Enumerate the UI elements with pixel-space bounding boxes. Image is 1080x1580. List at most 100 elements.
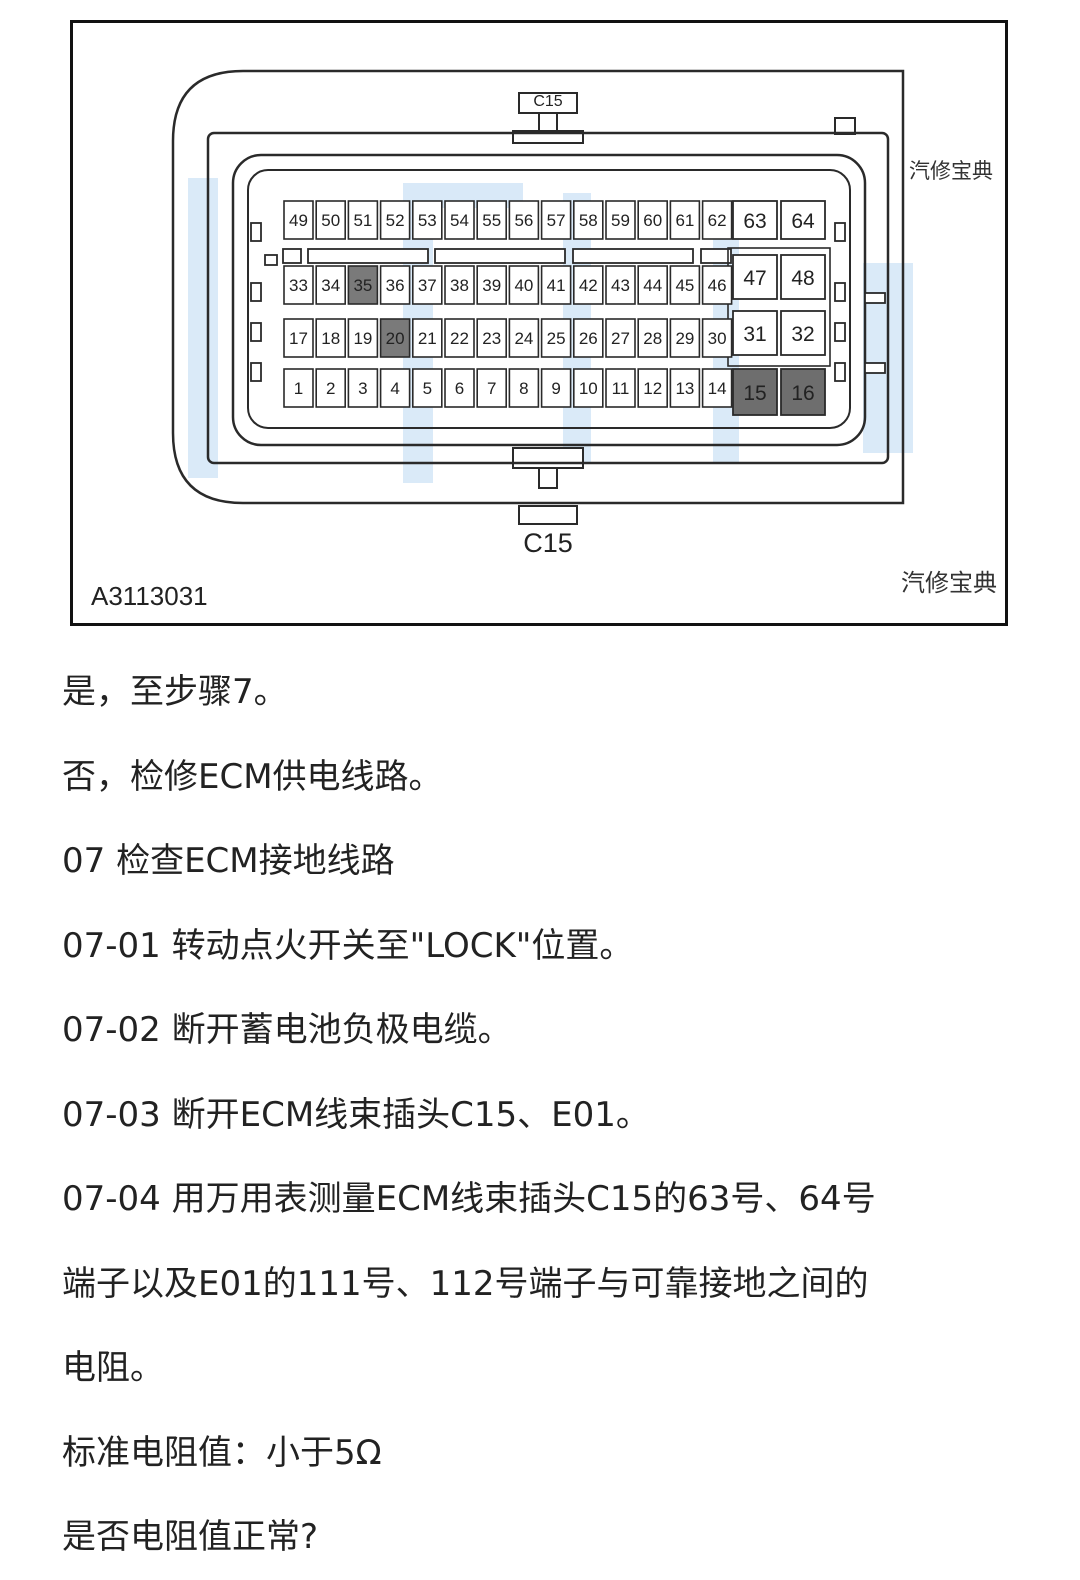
pin-cavity-14 bbox=[701, 368, 733, 408]
figure-code: A3113031 bbox=[91, 581, 208, 611]
pin-label-8: 8 bbox=[519, 379, 528, 398]
top-latch bbox=[512, 92, 584, 144]
pin-cavity-39 bbox=[476, 265, 508, 305]
pin-cavity-13 bbox=[669, 368, 701, 408]
connector-body bbox=[206, 131, 890, 465]
pin-label-20: 20 bbox=[386, 329, 405, 348]
pin-label-17: 17 bbox=[289, 329, 308, 348]
pin-cavity-22 bbox=[444, 318, 475, 358]
paragraph-10: 标准电阻值：小于5Ω bbox=[62, 1432, 382, 1473]
connector-inner-shroud bbox=[247, 169, 851, 429]
pin-label-47: 47 bbox=[743, 267, 766, 290]
pin-label-57: 57 bbox=[547, 211, 566, 230]
pin-label-30: 30 bbox=[708, 329, 727, 348]
pin-label-26: 26 bbox=[579, 329, 598, 348]
pin-label-45: 45 bbox=[675, 276, 694, 295]
pin-label-29: 29 bbox=[675, 329, 694, 348]
pin-label-34: 34 bbox=[321, 276, 340, 295]
pin-cavity-3 bbox=[347, 368, 379, 408]
connector-label: C15 bbox=[523, 528, 573, 558]
connector-housing-outline bbox=[171, 69, 905, 505]
pin-cavity-42 bbox=[572, 265, 604, 305]
connector-top-label: C15 bbox=[533, 93, 562, 110]
pin-label-41: 41 bbox=[547, 276, 566, 295]
pin-cavity-21 bbox=[411, 318, 443, 358]
pin-cavity-10 bbox=[572, 368, 604, 408]
pin-label-46: 46 bbox=[708, 276, 727, 295]
pin-cavity-60 bbox=[637, 200, 669, 240]
pin-cavity-64 bbox=[780, 200, 826, 240]
pin-label-39: 39 bbox=[482, 276, 501, 295]
pin-cavity-43 bbox=[605, 265, 636, 305]
pin-cavity-17 bbox=[283, 318, 314, 358]
pin-label-58: 58 bbox=[579, 211, 598, 230]
pin-label-5: 5 bbox=[423, 379, 432, 398]
pin-label-38: 38 bbox=[450, 276, 469, 295]
pin-cavity-32 bbox=[780, 310, 826, 356]
pin-label-7: 7 bbox=[487, 379, 496, 398]
pin-cavity-7 bbox=[476, 368, 508, 408]
left-ribs bbox=[250, 222, 278, 382]
pin-label-49: 49 bbox=[289, 211, 308, 230]
pin-cavity-51 bbox=[347, 200, 379, 240]
pin-cavity-2 bbox=[315, 368, 346, 408]
paragraph-9: 电阻。 bbox=[62, 1348, 164, 1388]
pin-cavity-23 bbox=[476, 318, 508, 358]
pin-label-16: 16 bbox=[791, 382, 814, 405]
pin-cavity-34 bbox=[315, 265, 346, 305]
pin-cavity-6 bbox=[444, 368, 475, 408]
right-ribs bbox=[834, 222, 886, 382]
pin-cavity-26 bbox=[572, 318, 604, 358]
pin-label-12: 12 bbox=[643, 379, 662, 398]
pin-label-3: 3 bbox=[358, 379, 367, 398]
pin-label-63: 63 bbox=[743, 210, 766, 233]
pin-label-6: 6 bbox=[455, 379, 464, 398]
bottom-latch bbox=[512, 447, 584, 525]
pin-label-59: 59 bbox=[611, 211, 630, 230]
pin-cavity-5 bbox=[411, 368, 443, 408]
pin-cavity-63 bbox=[732, 200, 778, 240]
pin-label-37: 37 bbox=[418, 276, 437, 295]
pin-cavity-18 bbox=[315, 318, 346, 358]
pin-cavity-35 bbox=[347, 265, 379, 305]
pin-label-2: 2 bbox=[326, 379, 335, 398]
pin-cavity-31 bbox=[732, 310, 778, 356]
pin-label-44: 44 bbox=[643, 276, 662, 295]
pin-label-43: 43 bbox=[611, 276, 630, 295]
pin-cavity-52 bbox=[379, 200, 411, 240]
pin-cavity-16 bbox=[780, 368, 826, 416]
pin-label-23: 23 bbox=[482, 329, 501, 348]
pin-cavity-41 bbox=[540, 265, 572, 305]
pin-cavity-50 bbox=[315, 200, 346, 240]
pin-label-50: 50 bbox=[321, 211, 340, 230]
pin-label-32: 32 bbox=[791, 323, 814, 346]
pin-cavity-24 bbox=[508, 318, 540, 358]
pin-label-62: 62 bbox=[708, 211, 727, 230]
pin-cavity-29 bbox=[669, 318, 701, 358]
pin-label-22: 22 bbox=[450, 329, 469, 348]
pin-label-10: 10 bbox=[579, 379, 598, 398]
pin-label-1: 1 bbox=[294, 379, 303, 398]
pin-label-33: 33 bbox=[289, 276, 308, 295]
pin-cavity-54 bbox=[444, 200, 475, 240]
pin-cavity-58 bbox=[572, 200, 604, 240]
pin-label-13: 13 bbox=[675, 379, 694, 398]
pin-label-55: 55 bbox=[482, 211, 501, 230]
row-divider-strips bbox=[282, 248, 732, 264]
pin-cavity-27 bbox=[605, 318, 636, 358]
paragraph-8: 端子以及E01的111号、112号端子与可靠接地之间的 bbox=[62, 1263, 869, 1304]
pin-cavity-20 bbox=[379, 318, 411, 358]
pin-cavity-40 bbox=[508, 265, 540, 305]
pin-label-28: 28 bbox=[643, 329, 662, 348]
pin-cavity-12 bbox=[637, 368, 669, 408]
pin-cavity-36 bbox=[379, 265, 411, 305]
pin-label-15: 15 bbox=[743, 382, 766, 405]
pin-cavity-53 bbox=[411, 200, 443, 240]
pin-cavity-15 bbox=[732, 368, 778, 416]
side-tab bbox=[834, 117, 856, 135]
pin-cavity-56 bbox=[508, 200, 540, 240]
watermark-top: 汽修宝典 bbox=[909, 159, 993, 183]
